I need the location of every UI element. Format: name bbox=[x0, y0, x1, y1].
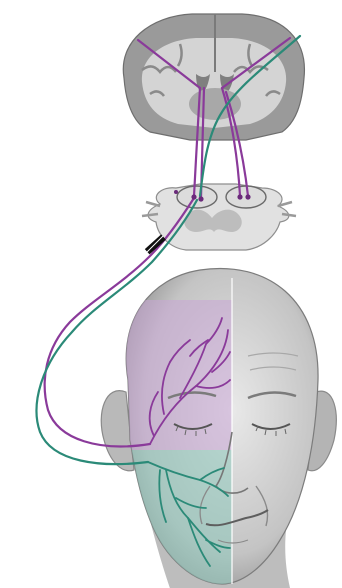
brain-coronal-section bbox=[123, 14, 304, 140]
face bbox=[101, 268, 336, 588]
upper-face-region bbox=[120, 300, 232, 450]
